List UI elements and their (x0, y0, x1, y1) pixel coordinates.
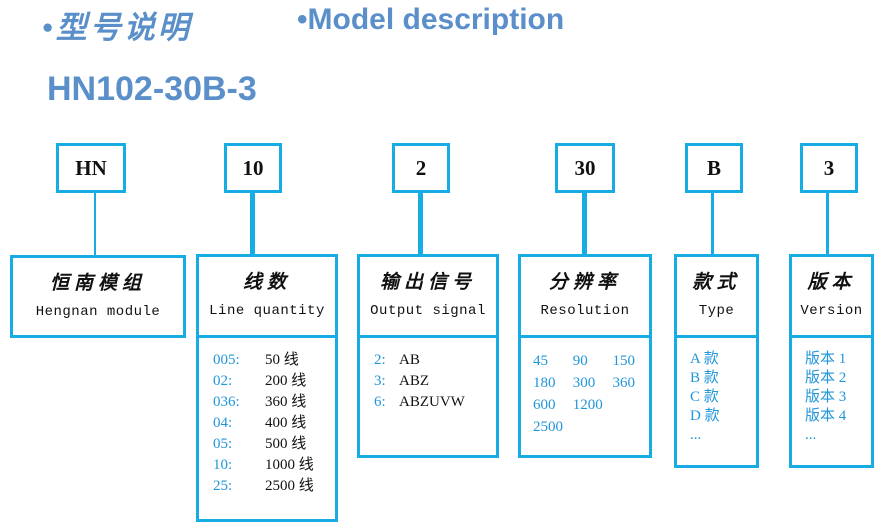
option-value: 400 线 (265, 415, 307, 431)
option-row: 036: 360 线 (213, 392, 335, 413)
option-value: AB (399, 352, 420, 368)
resolution-value: 1200 (572, 397, 603, 413)
option-value: 500 线 (265, 436, 307, 452)
connector-type (711, 193, 714, 255)
desc-cn-type: 款式 (692, 272, 741, 293)
connector-resolution (582, 193, 587, 255)
connector-version (826, 193, 829, 255)
option-value: 2500 线 (265, 478, 314, 494)
option-value: 360 线 (265, 394, 307, 410)
desc-en-line-quantity: Line quantity (209, 303, 325, 319)
code-box-version: 3 (800, 143, 858, 193)
header: •型号说明 •Model description HN102-30B-3 (0, 0, 887, 130)
option-value: ABZ (399, 373, 429, 389)
option-code: 6: (374, 394, 386, 410)
desc-en-type: Type (698, 303, 735, 319)
option-code: 04: (213, 415, 233, 431)
option-row: 10: 1000 线 (213, 455, 335, 476)
options-type: A 款 B 款 C 款 D 款 ... (674, 338, 759, 468)
desc-cn-resolution: 分辨率 (548, 272, 621, 293)
options-output-signal: 2: AB 3: ABZ 6: ABZUVW (357, 338, 499, 458)
code-box-hn: HN (56, 143, 126, 193)
version-option: 版本 4 (805, 408, 847, 424)
resolution-value: 2500 (533, 419, 563, 435)
version-option: ... (805, 427, 817, 443)
code-box-type: B (685, 143, 743, 193)
option-row: 25: 2500 线 (213, 476, 335, 497)
type-option: C 款 (690, 389, 719, 405)
option-row: 04: 400 线 (213, 413, 335, 434)
code-box-line-quantity-label: 10 (242, 155, 264, 180)
connector-line-quantity (250, 193, 255, 255)
option-row: 2: AB (374, 350, 496, 371)
option-row: 005: 50 线 (213, 350, 335, 371)
desc-en-hengnan-module: Hengnan module (35, 304, 161, 320)
desc-en-version: Version (800, 303, 863, 319)
connector-output-signal (418, 193, 423, 255)
code-box-line-quantity: 10 (224, 143, 282, 193)
option-row: 02: 200 线 (213, 371, 335, 392)
resolution-value: 600 (533, 397, 556, 413)
option-code: 2: (374, 352, 386, 368)
page-title-cn: •型号说明 (42, 10, 192, 45)
code-box-type-label: B (706, 155, 721, 180)
desc-cn-line-quantity: 线数 (242, 272, 291, 293)
resolution-value: 300 (572, 375, 596, 391)
resolution-row: 2500 (533, 416, 649, 438)
resolution-value: 180 (533, 375, 556, 391)
code-box-resolution-label: 30 (574, 155, 596, 180)
option-code: 3: (374, 373, 386, 389)
option-code: 10: (213, 457, 233, 473)
desc-box-hengnan-module: 恒南模组 Hengnan module (10, 255, 186, 338)
type-option: A 款 (690, 351, 719, 367)
option-value: ABZUVW (399, 394, 465, 410)
option-code: 036: (213, 394, 240, 410)
version-option: 版本 2 (805, 370, 847, 386)
version-option: 版本 1 (805, 351, 847, 367)
desc-en-output-signal: Output signal (370, 303, 486, 319)
code-box-output-signal-label: 2 (415, 155, 427, 180)
code-box-hn-label: HN (75, 155, 107, 180)
options-resolution: 45 90 150 180 300 360 600 1200 2500 (518, 338, 652, 458)
option-code: 005: (213, 352, 240, 368)
option-code: 05: (213, 436, 233, 452)
desc-cn-output-signal: 输出信号 (379, 272, 476, 293)
desc-box-line-quantity: 线数 Line quantity (196, 254, 338, 338)
code-box-resolution: 30 (555, 143, 615, 193)
option-value: 200 线 (265, 373, 307, 389)
resolution-grid: 45 90 150 180 300 360 600 1200 2500 (533, 350, 649, 438)
code-box-version-label: 3 (823, 155, 835, 180)
page-title-en: •Model description (297, 3, 565, 36)
type-option: B 款 (690, 370, 719, 386)
option-row: 6: ABZUVW (374, 392, 496, 413)
resolution-value: 360 (612, 375, 636, 391)
option-code: 25: (213, 478, 233, 494)
desc-cn-hengnan-module: 恒南模组 (49, 273, 146, 294)
options-line-quantity: 005: 50 线 02: 200 线 036: 360 线 04: 400 线… (196, 338, 338, 522)
code-box-output-signal: 2 (392, 143, 450, 193)
version-option: 版本 3 (805, 389, 847, 405)
type-option: D 款 (690, 408, 720, 424)
model-number: HN102-30B-3 (47, 70, 257, 108)
desc-box-type: 款式 Type (674, 254, 759, 338)
desc-en-resolution: Resolution (540, 303, 630, 319)
resolution-row: 180 300 360 (533, 372, 649, 394)
options-version: 版本 1 版本 2 版本 3 版本 4 ... (789, 338, 874, 468)
resolution-value: 90 (572, 353, 588, 369)
desc-box-output-signal: 输出信号 Output signal (357, 254, 499, 338)
option-value: 50 线 (265, 352, 299, 368)
resolution-row: 600 1200 (533, 394, 649, 416)
option-code: 02: (213, 373, 233, 389)
option-value: 1000 线 (265, 457, 314, 473)
connector-hn (94, 193, 96, 255)
desc-box-resolution: 分辨率 Resolution (518, 254, 652, 338)
resolution-value: 150 (612, 353, 636, 369)
option-row: 3: ABZ (374, 371, 496, 392)
resolution-row: 45 90 150 (533, 350, 649, 372)
type-option: ... (690, 427, 702, 443)
resolution-value: 45 (533, 353, 548, 369)
option-row: 05: 500 线 (213, 434, 335, 455)
desc-box-version: 版本 Version (789, 254, 874, 338)
desc-cn-version: 版本 (807, 272, 856, 293)
